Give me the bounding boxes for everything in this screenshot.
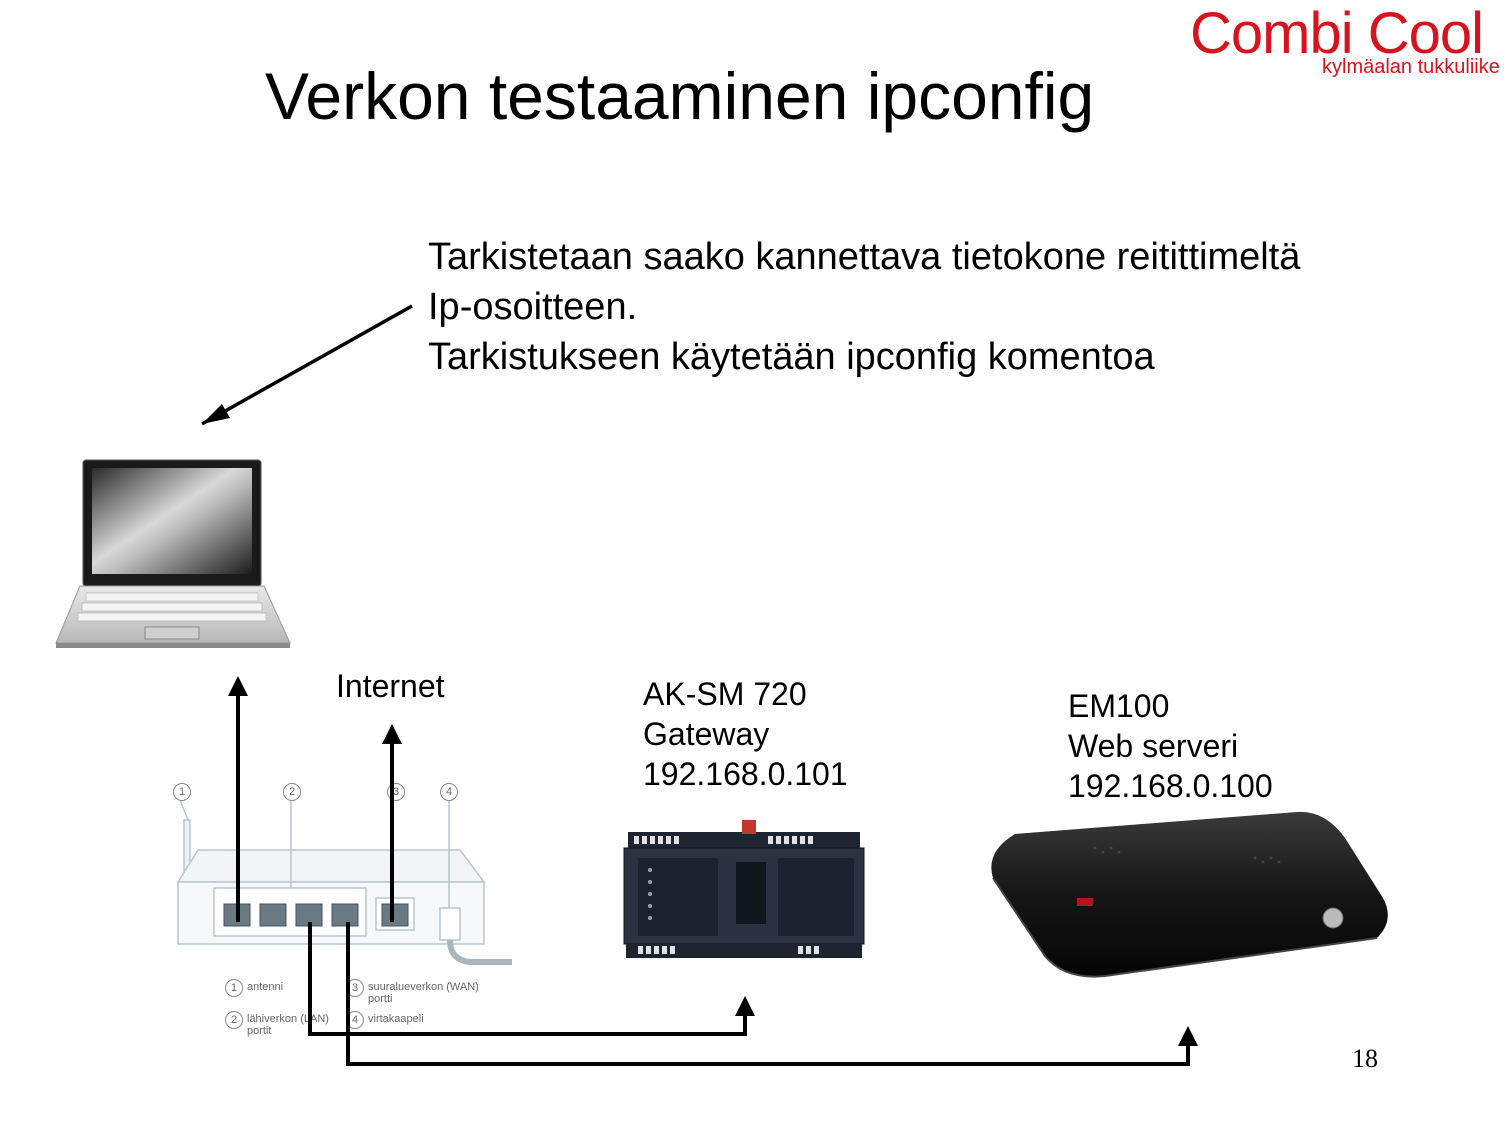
callout-arrow-to-laptop [201, 304, 413, 426]
legend-lan-ports: lähiverkon (LAN) [247, 1013, 329, 1025]
web-server-role: Web serveri [1068, 728, 1239, 764]
legend-antenna: antenni [247, 981, 284, 993]
logo-wordmark: Combi Cool [1190, 1, 1484, 66]
router-callout-4: 4 [440, 783, 458, 801]
logo-tagline: kylmäalan tukkuliike [1322, 56, 1500, 78]
page-title: Verkon testaaminen ipconfig [265, 59, 1095, 133]
description-line-1: Tarkistetaan saako kannettava tietokone … [428, 236, 1301, 278]
web-server-name: EM100 [1068, 688, 1170, 724]
web-server-link-line [346, 922, 1190, 1066]
legend-power-cable: virtakaapeli [368, 1013, 424, 1025]
router-illustration [176, 799, 512, 965]
description-line-2: Ip-osoitteen. [428, 286, 638, 328]
gateway-role: Gateway [643, 716, 770, 752]
gateway-link-line [308, 922, 747, 1036]
web-server-ip: 192.168.0.100 [1068, 768, 1273, 804]
internet-label: Internet [336, 668, 445, 704]
legend-number-2: 2 [225, 1011, 243, 1029]
web-server-info: EM100 Web serveri 192.168.0.100 [1068, 686, 1273, 806]
router-callout-1: 1 [173, 783, 191, 801]
web-server-device-image [991, 811, 1388, 978]
legend-number-1: 1 [225, 979, 243, 997]
legend-lan-ports-2: portit [247, 1025, 272, 1037]
router-callout-2: 2 [283, 783, 301, 801]
page-number: 18 [1352, 1044, 1378, 1073]
legend-wan-port-2: portti [368, 993, 393, 1005]
legend-wan-port: suuralueverkon (WAN) [368, 981, 479, 993]
gateway-device-image [623, 820, 865, 958]
description-line-3: Tarkistukseen käytetään ipconfig komento… [428, 336, 1155, 378]
gateway-info: AK-SM 720 Gateway 192.168.0.101 [643, 674, 848, 794]
laptop-illustration [55, 459, 291, 648]
gateway-ip: 192.168.0.101 [643, 756, 848, 792]
gateway-name: AK-SM 720 [643, 676, 807, 712]
